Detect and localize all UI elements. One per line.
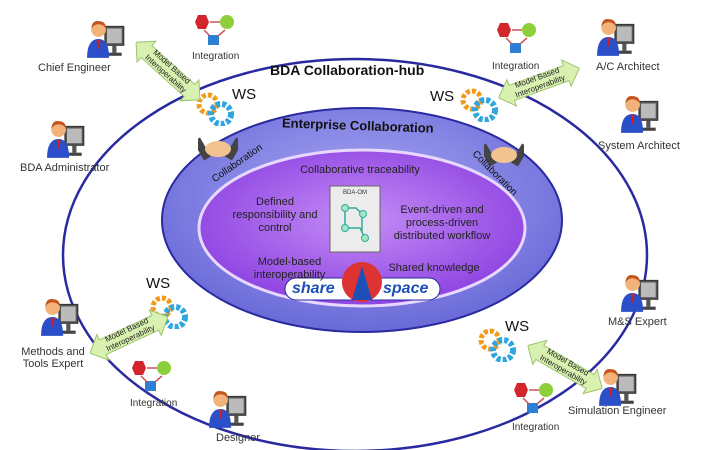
bda-om-box <box>329 185 381 253</box>
integration-label: Integration <box>130 398 178 409</box>
center-item: Shared knowledge <box>388 262 480 274</box>
role-label: Simulation Engineer <box>568 405 667 417</box>
role-label: Designer <box>216 432 261 444</box>
bda-om-label: BDA-OM <box>343 190 367 196</box>
center-item: Defined responsibility and control <box>232 196 318 234</box>
role-label: System Architect <box>598 140 680 152</box>
logo-share: share <box>292 280 335 297</box>
integration-label: Integration <box>192 51 240 62</box>
logo-space: space <box>383 280 429 297</box>
role-label: BDA Administrator <box>20 162 110 174</box>
integration-label: Integration <box>512 422 560 433</box>
integration-label: Integration <box>492 61 540 72</box>
role-label: Methods and Tools Expert <box>21 346 85 370</box>
center-item: Model-based interoperability <box>253 256 326 281</box>
center-item: Collaborative traceability <box>300 164 420 176</box>
ws-label: WS <box>430 88 455 105</box>
role-label: Chief Engineer <box>38 62 111 74</box>
hub-title: BDA Collaboration-hub <box>270 62 425 78</box>
role-label: M&S Expert <box>608 316 667 328</box>
ws-label: WS <box>505 318 530 335</box>
center-item: Event-driven and process-driven distribu… <box>393 204 491 242</box>
ws-label: WS <box>146 275 171 292</box>
ws-label: WS <box>232 86 257 103</box>
role-label: A/C Architect <box>596 61 660 73</box>
